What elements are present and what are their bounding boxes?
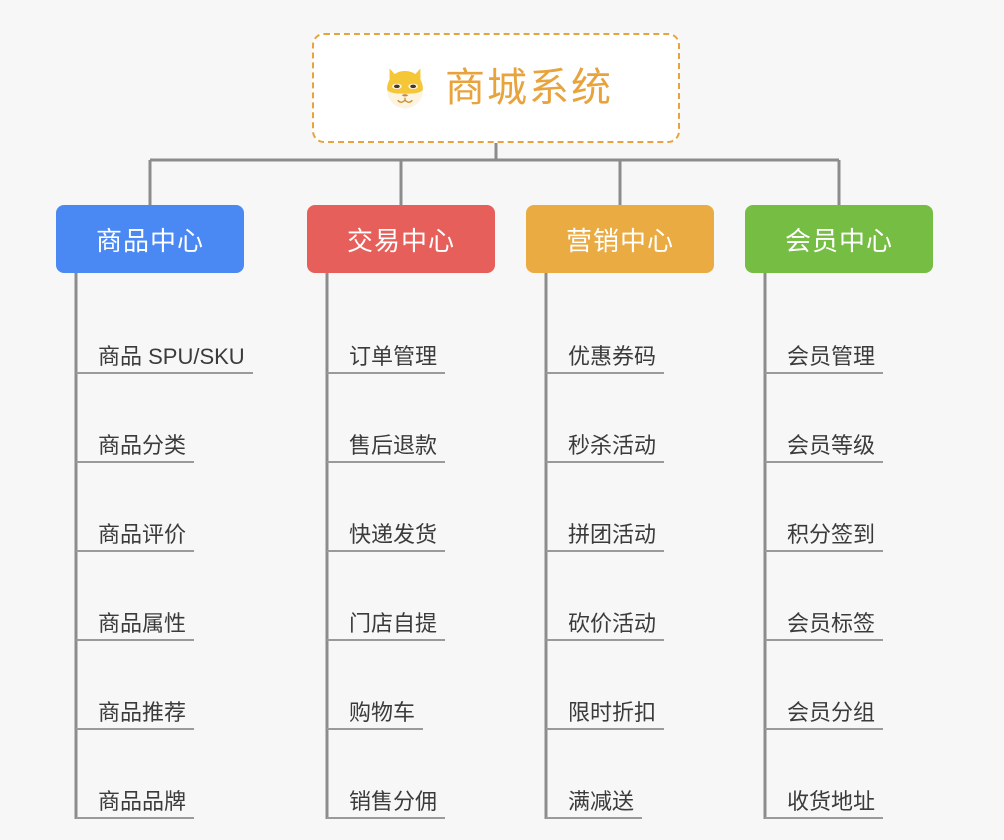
shiba-dog-emoji (387, 68, 423, 109)
leaf-item[interactable]: 销售分佣 (307, 730, 547, 819)
leaf-item[interactable]: 会员分组 (745, 641, 985, 730)
leaf-item[interactable]: 售后退款 (307, 374, 547, 463)
category-header-trade-center[interactable]: 交易中心 (307, 205, 495, 273)
leaf-item-label: 积分签到 (765, 522, 884, 552)
leaf-item-label: 砍价活动 (546, 611, 665, 641)
leaf-item[interactable]: 购物车 (307, 641, 547, 730)
leaf-item[interactable]: 商品属性 (56, 552, 296, 641)
leaf-item-label: 订单管理 (327, 344, 446, 374)
root-node[interactable]: 商城系统 (312, 33, 680, 143)
leaf-item[interactable]: 商品 SPU/SKU (56, 285, 296, 374)
leaf-item-label: 限时折扣 (546, 700, 665, 730)
category-header-label: 商品中心 (95, 225, 204, 256)
leaf-item[interactable]: 积分签到 (745, 463, 985, 552)
category-header-label: 会员中心 (784, 225, 893, 256)
leaf-item-label: 会员管理 (765, 344, 884, 374)
leaf-item[interactable]: 秒杀活动 (526, 374, 766, 463)
leaf-item[interactable]: 快递发货 (307, 463, 547, 552)
leaf-item[interactable]: 会员等级 (745, 374, 985, 463)
category-header-label: 营销中心 (565, 225, 674, 256)
category-header-member-center[interactable]: 会员中心 (745, 205, 933, 273)
leaf-item[interactable]: 会员标签 (745, 552, 985, 641)
leaf-column-trade-center: 订单管理售后退款快递发货门店自提购物车销售分佣 (307, 285, 547, 819)
leaf-item[interactable]: 商品推荐 (56, 641, 296, 730)
leaf-item[interactable]: 商品分类 (56, 374, 296, 463)
leaf-column-member-center: 会员管理会员等级积分签到会员标签会员分组收货地址 (745, 285, 985, 819)
leaf-item-label: 满减送 (546, 789, 643, 819)
leaf-item-label: 销售分佣 (327, 789, 446, 819)
leaf-item[interactable]: 订单管理 (307, 285, 547, 374)
category-header-marketing-center[interactable]: 营销中心 (526, 205, 714, 273)
leaf-item-label: 商品推荐 (76, 700, 195, 730)
leaf-item-label: 收货地址 (765, 789, 884, 819)
leaf-item[interactable]: 满减送 (526, 730, 766, 819)
leaf-item-label: 拼团活动 (546, 522, 665, 552)
leaf-item[interactable]: 会员管理 (745, 285, 985, 374)
leaf-item-label: 快递发货 (327, 522, 446, 552)
leaf-item-label: 秒杀活动 (546, 433, 665, 463)
leaf-item[interactable]: 商品品牌 (56, 730, 296, 819)
leaf-item[interactable]: 优惠券码 (526, 285, 766, 374)
leaf-item-label: 优惠券码 (546, 344, 665, 374)
leaf-item[interactable]: 门店自提 (307, 552, 547, 641)
category-header-product-center[interactable]: 商品中心 (56, 205, 244, 273)
leaf-item[interactable]: 收货地址 (745, 730, 985, 819)
leaf-item-label: 商品品牌 (76, 789, 195, 819)
leaf-column-marketing-center: 优惠券码秒杀活动拼团活动砍价活动限时折扣满减送 (526, 285, 766, 819)
leaf-item-label: 商品 SPU/SKU (76, 344, 253, 374)
leaf-item[interactable]: 砍价活动 (526, 552, 766, 641)
leaf-item-label: 会员标签 (765, 611, 884, 641)
leaf-item-label: 购物车 (327, 700, 424, 730)
leaf-column-product-center: 商品 SPU/SKU 商品分类商品评价商品属性商品推荐商品品牌 (56, 285, 296, 819)
leaf-item-label: 商品分类 (76, 433, 195, 463)
leaf-item-label: 售后退款 (327, 433, 446, 463)
leaf-item[interactable]: 限时折扣 (526, 641, 766, 730)
leaf-item-label: 商品评价 (76, 522, 195, 552)
category-header-label: 交易中心 (346, 225, 455, 256)
root-title: 商城系统 (445, 66, 613, 110)
leaf-item-label: 门店自提 (327, 611, 446, 641)
leaf-item-label: 商品属性 (76, 611, 195, 641)
leaf-item[interactable]: 拼团活动 (526, 463, 766, 552)
leaf-item-label: 会员分组 (765, 700, 884, 730)
leaf-item[interactable]: 商品评价 (56, 463, 296, 552)
leaf-item-label: 会员等级 (765, 433, 884, 463)
